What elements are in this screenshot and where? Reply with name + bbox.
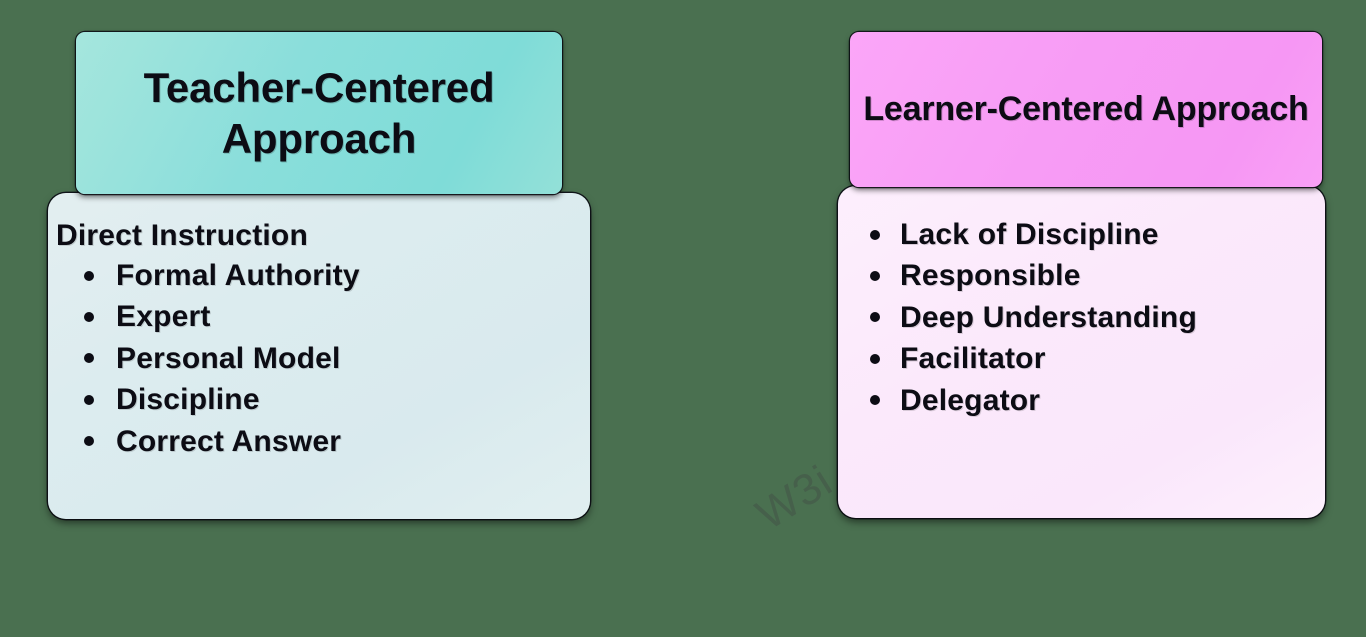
body-card-learner-centered: Lack of Discipline Responsible Deep Unde…: [838, 186, 1325, 518]
body-card-teacher-centered: Direct Instruction Formal Authority Expe…: [48, 193, 590, 519]
column-teacher-centered: Teacher-Centered Approach Direct Instruc…: [48, 32, 590, 519]
list-item: Lack of Discipline: [854, 214, 1307, 255]
bullet-list-learner-centered: Lack of Discipline Responsible Deep Unde…: [854, 214, 1307, 421]
watermark-text: W3i: [748, 456, 841, 540]
list-item: Expert: [54, 296, 572, 337]
header-card-teacher-centered: Teacher-Centered Approach: [76, 32, 562, 194]
list-item: Discipline: [54, 379, 572, 420]
list-item: Deep Understanding: [854, 297, 1307, 338]
header-title-teacher-centered: Teacher-Centered Approach: [143, 63, 495, 162]
list-item: Personal Model: [54, 338, 572, 379]
list-item: Delegator: [854, 380, 1307, 421]
header-card-learner-centered: Learner-Centered Approach: [850, 32, 1322, 187]
bullet-list-teacher-centered: Formal Authority Expert Personal Model D…: [54, 255, 572, 462]
lead-text-direct-instruction: Direct Instruction: [56, 219, 308, 252]
list-item: Facilitator: [854, 338, 1307, 379]
column-learner-centered: Learner-Centered Approach Lack of Discip…: [838, 32, 1325, 518]
list-item: Responsible: [854, 255, 1307, 296]
list-item: Correct Answer: [54, 421, 572, 462]
header-title-learner-centered: Learner-Centered Approach: [863, 89, 1309, 128]
list-item: Formal Authority: [54, 255, 572, 296]
